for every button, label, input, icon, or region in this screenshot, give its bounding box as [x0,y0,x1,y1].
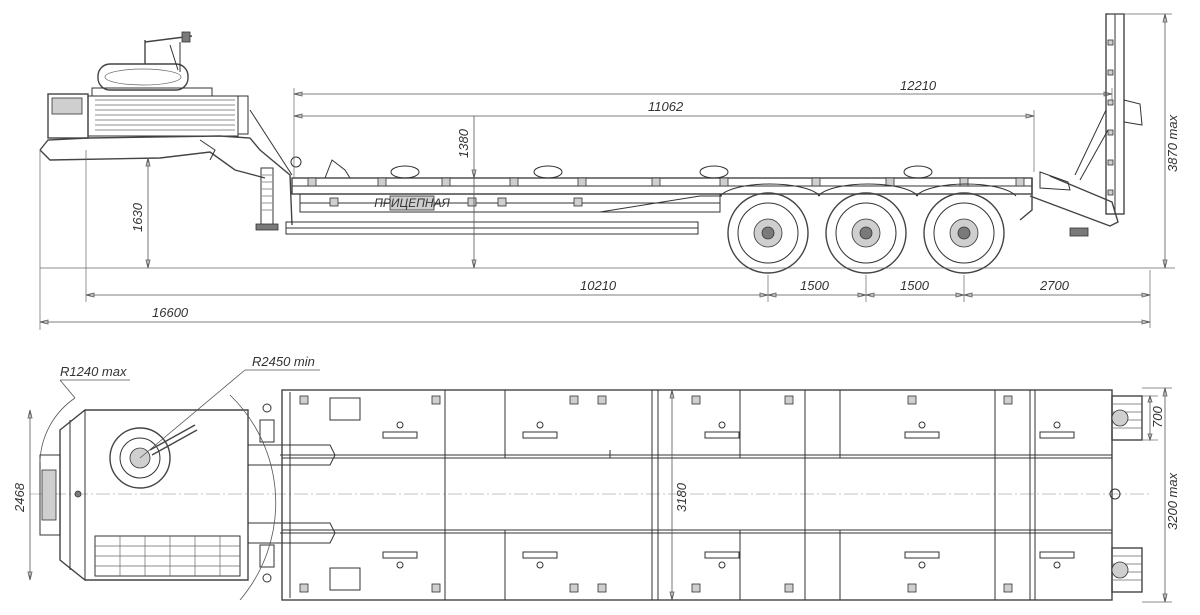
dim-platform-length: 12210 [900,78,937,93]
deck: ПРИЦЕПНАЯ [285,159,1033,235]
dim-ramp-width: 700 [1150,406,1165,428]
gooseneck-top [39,403,275,583]
dim-deck-height: 1380 [456,128,471,158]
dim-gooseneck-height: 1630 [130,202,145,232]
side-view: ПРИЦЕПНАЯ [39,13,1180,330]
deck-top [281,389,1113,601]
dim-overall-length: 16600 [152,305,189,320]
dim-front-radius: R1240 max [60,364,127,379]
dim-kingpin-to-axle: 10210 [580,278,617,293]
dim-deck-length: 11062 [648,99,684,114]
gooseneck-frame [39,109,302,231]
power-unit [47,31,249,139]
top-dimensions: 2468 R1240 max R2450 min 3180 3200 max [12,354,1180,603]
dim-rear-overhang: 2700 [1039,278,1070,293]
wheel-2 [825,192,907,274]
dim-turn-radius: R2450 min [252,354,315,369]
dim-axle-spacing-1: 1500 [800,278,830,293]
dim-max-width: 3200 max [1165,472,1180,530]
wheel-set [719,183,1017,274]
rear-ramp [1019,13,1143,237]
top-view: 2468 R1240 max R2450 min 3180 3200 max [12,354,1180,603]
manufacturer-plate: ПРИЦЕПНАЯ [374,196,450,210]
dim-max-height: 3870 max [1165,114,1180,172]
wheel-3 [923,192,1005,274]
side-dimensions: 12210 11062 1380 1630 3870 max [39,13,1180,330]
dim-deck-width: 3180 [674,482,689,512]
dim-front-width: 2468 [12,482,27,513]
rear-ramps-top [1109,395,1143,593]
wheel-1 [727,192,809,274]
dim-axle-spacing-2: 1500 [900,278,930,293]
